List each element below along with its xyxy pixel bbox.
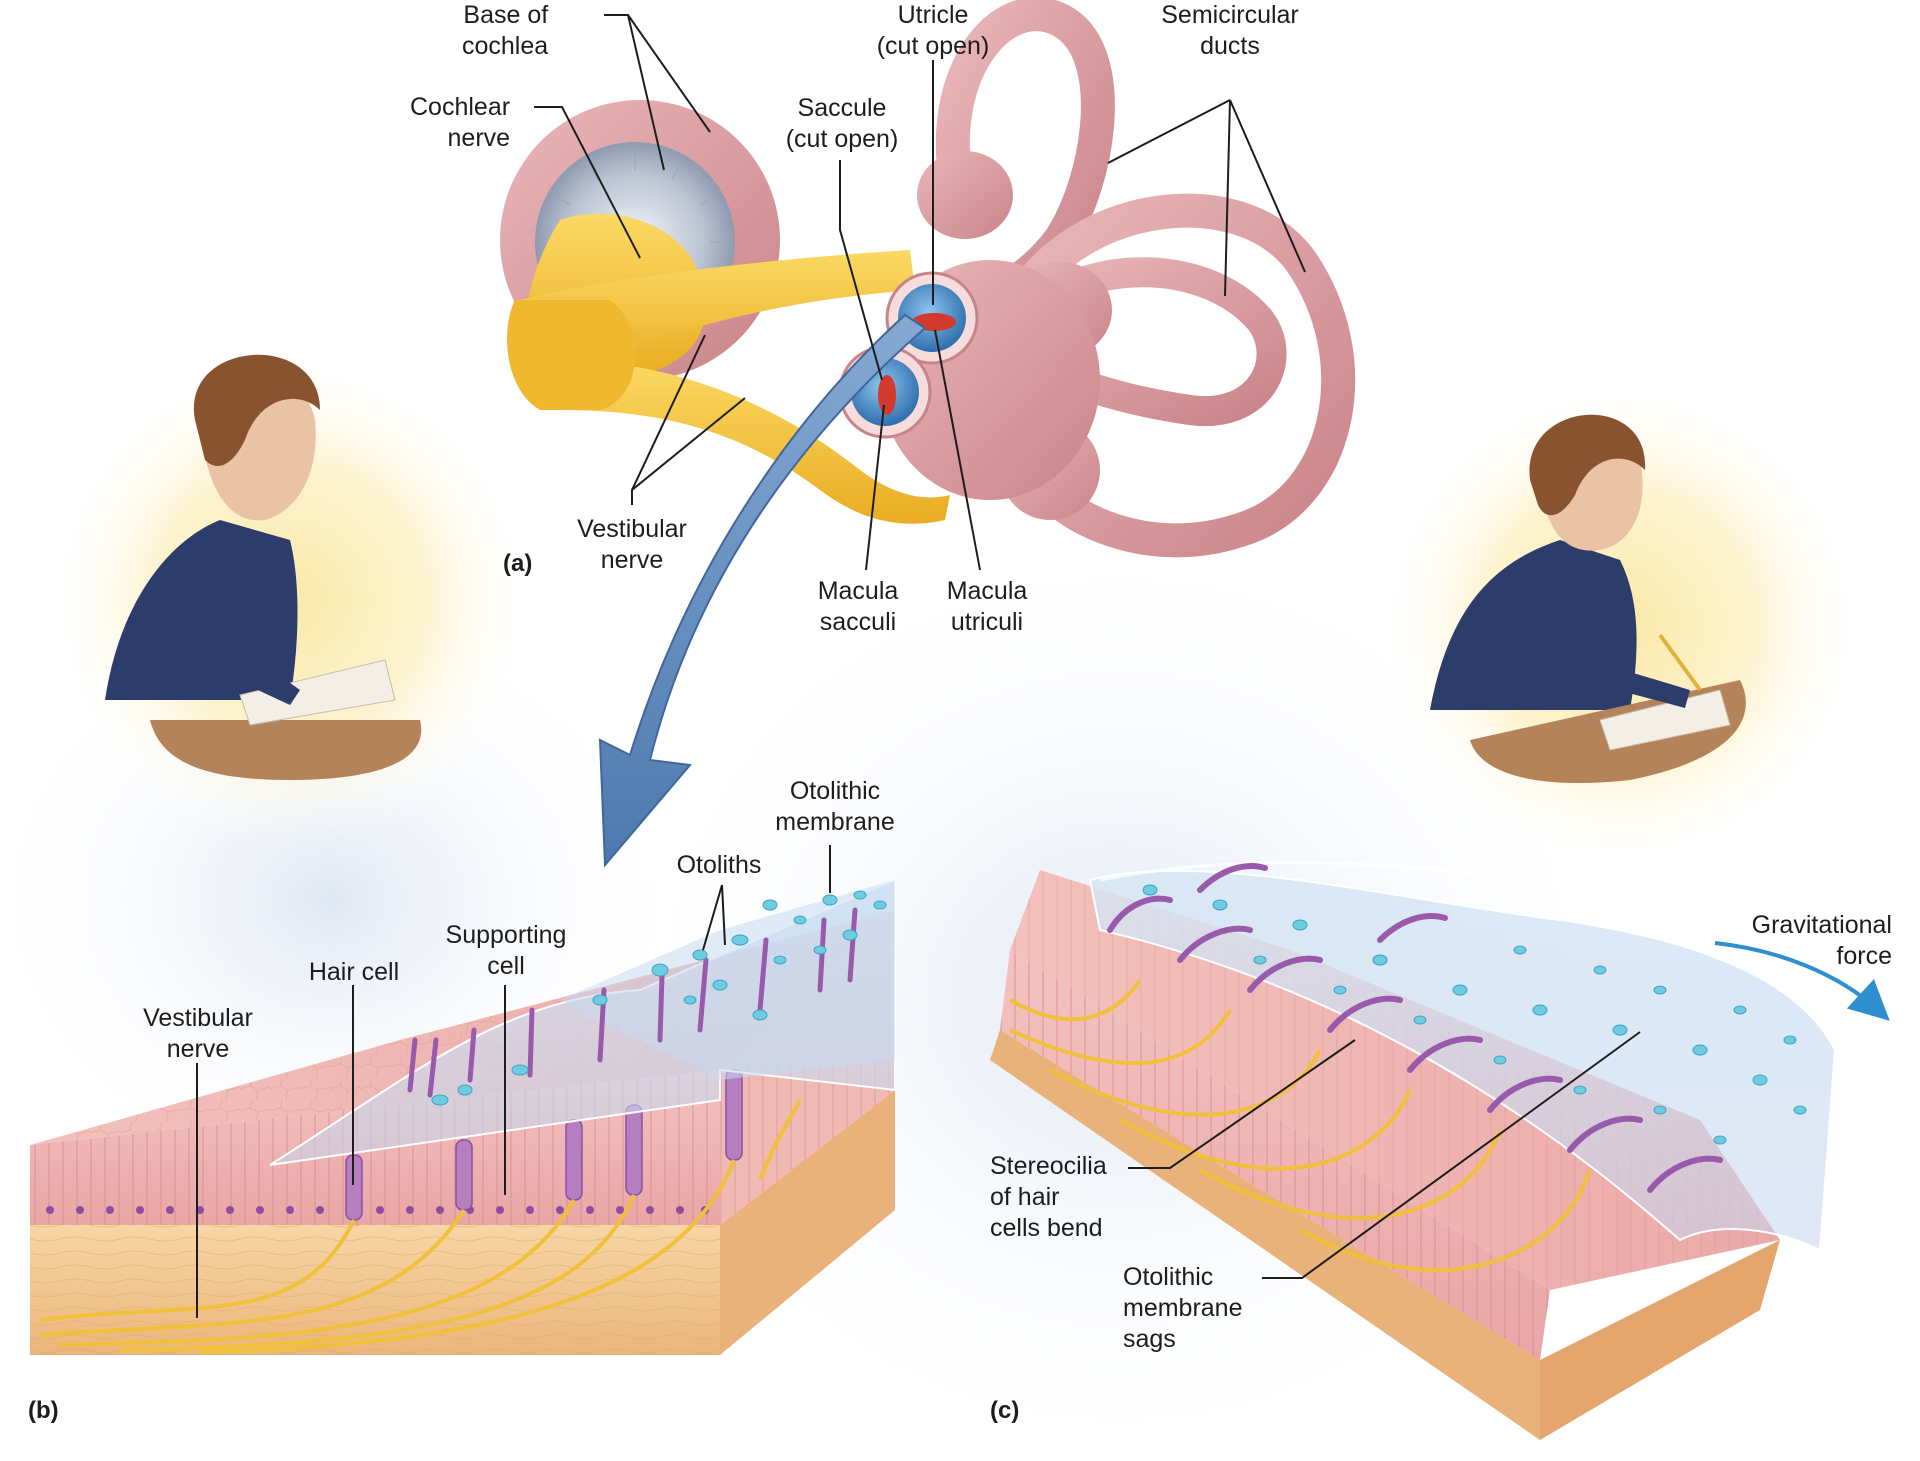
label-hair-cell: Hair cell [308,958,400,986]
panel-label-c: (c) [990,1397,1020,1424]
stereocilia-c [1107,863,1723,1193]
label-utricle: Utricle (cut open) [876,1,990,60]
leader-lines [196,14,1641,1318]
label-stereocilia-bend: Stereocilia of hair cells bend [990,1152,1107,1242]
label-macula-sacculi: Macula sacculi [817,577,899,636]
label-vestibular-nerve-b: Vestibular nerve [143,1004,253,1063]
label-semicircular-ducts: Semicircular ducts [1161,1,1299,60]
vestibular-nerve-lower [560,360,950,524]
label-otoliths: Otoliths [676,851,762,879]
panel-label-b: (b) [28,1397,59,1424]
posterior-semicircular-duct [1003,193,1356,558]
label-vestibular-nerve-a: Vestibular nerve [577,515,687,574]
stereocilia-b [407,907,858,1098]
ampulla-1 [917,151,1013,239]
inner-ear-illustration [500,0,1356,558]
label-base-of-cochlea: Base of cochlea [462,1,549,60]
label-gravitational-force: Gravitational force [1751,911,1892,970]
gravity-arrow [1714,941,1890,1021]
lateral-semicircular-duct [1005,257,1287,427]
student-tilted [1430,414,1746,784]
macula-block-upright [30,878,896,1355]
macula-sacculi [878,375,896,415]
nerve-trunk [507,300,636,410]
label-supporting-cell: Supporting cell [445,921,567,980]
panel-label-a: (a) [503,550,533,577]
macula-block-tilted [990,861,1890,1440]
label-otolithic-membrane-sags: Otolithic membrane sags [1123,1263,1243,1353]
label-cochlear-nerve: Cochlear nerve [410,93,511,152]
nerve-fibres-b [39,1099,802,1354]
student-upright [105,354,422,780]
otoliths-c [1142,884,1807,1145]
label-saccule: Saccule (cut open) [785,94,899,153]
magnify-arrow [598,313,927,868]
otoliths-b [431,890,887,1106]
label-macula-utriculi: Macula utriculi [946,577,1028,636]
nerve-fibres-c [1009,978,1592,1273]
label-otolithic-membrane: Otolithic membrane [775,777,895,836]
